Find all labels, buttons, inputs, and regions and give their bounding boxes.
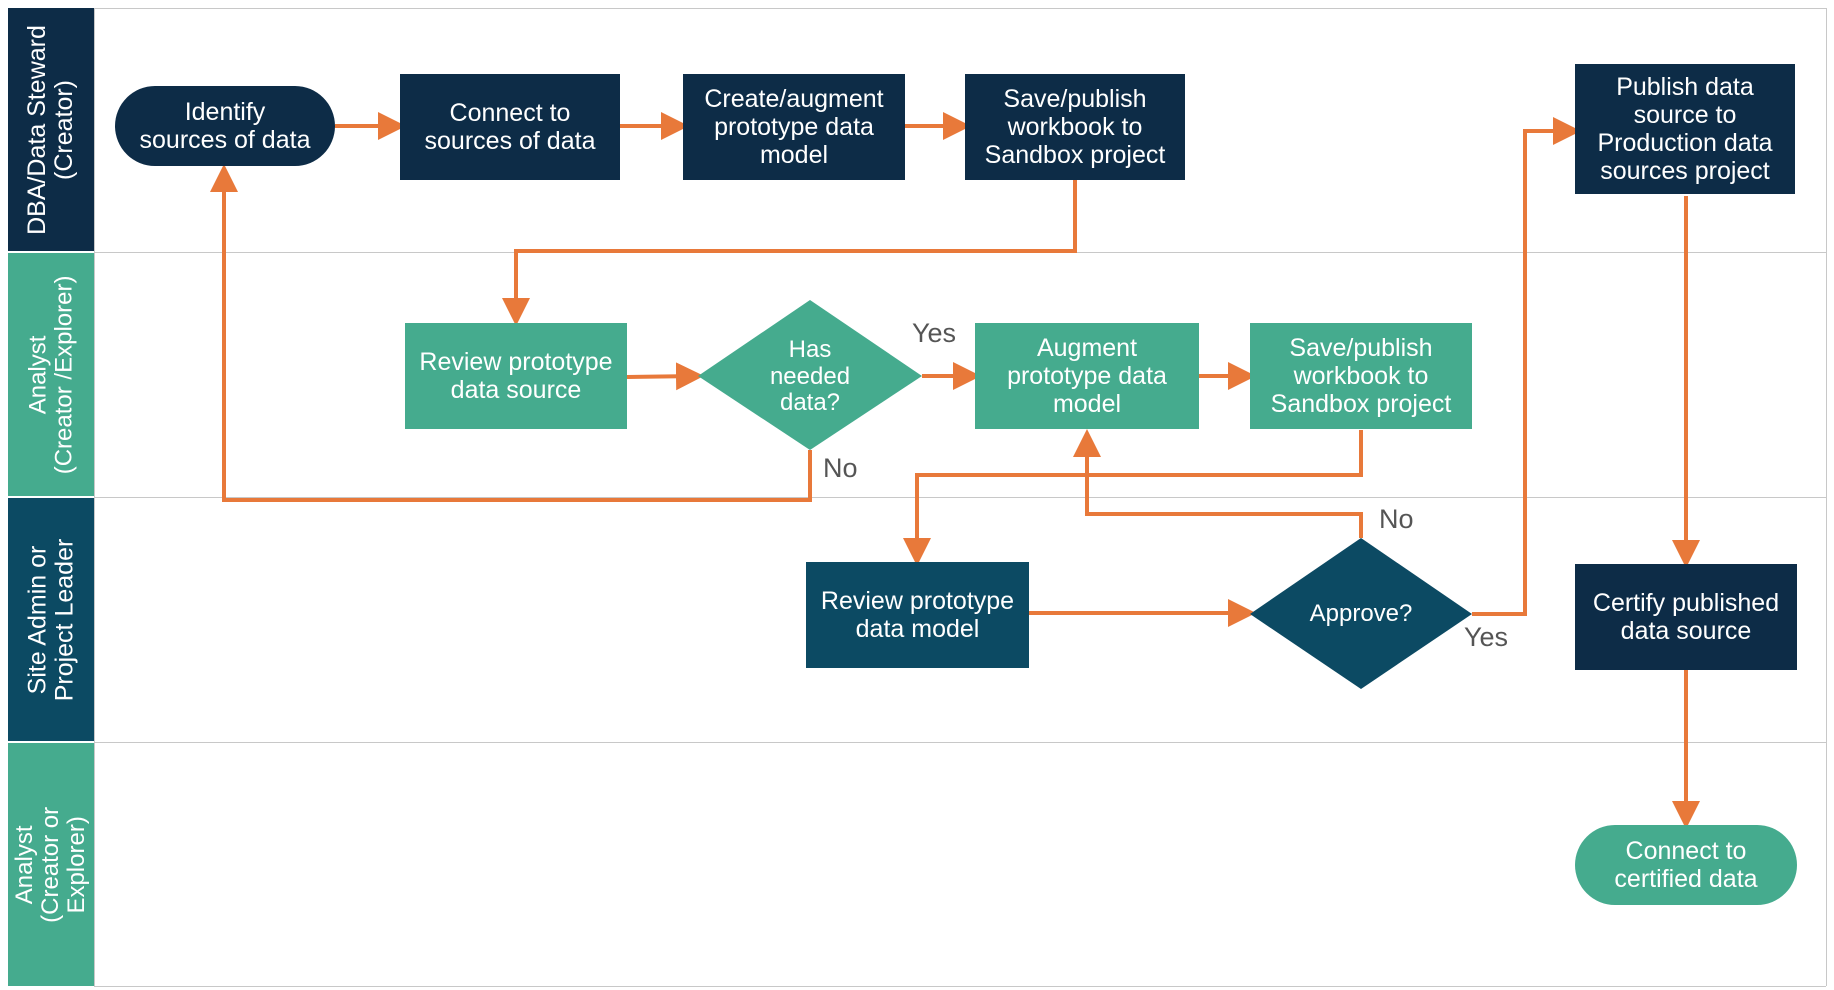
node-connect-certified: Connect to certified data [1575, 825, 1797, 905]
arrow-approve-no-to-augment [1073, 429, 1363, 538]
lane-header-site-admin: Site Admin or Project Leader [8, 498, 94, 741]
lane-border-top [94, 8, 1826, 9]
arrow-review-to-decision [626, 362, 704, 391]
lane-border-bottom [94, 986, 1826, 987]
arrow-approve-yes-to-publish [1472, 117, 1581, 616]
node-create-model: Create/augment prototype data model [683, 74, 905, 180]
decision-approve-shape [1250, 538, 1472, 689]
decision-has-data-label: Has needed data? [769, 335, 851, 417]
lane-header-analyst: Analyst (Creator /Explorer) [8, 253, 94, 496]
arrow-save-to-review-model [903, 430, 1363, 566]
decision-has-data-shape [698, 300, 922, 450]
label-no-approve: No [1379, 504, 1414, 534]
node-publish-production: Publish data source to Production data s… [1575, 64, 1795, 194]
node-connect-sources: Connect to sources of data [400, 74, 620, 180]
lane-divider [94, 497, 1826, 498]
node-review-model: Review prototype data model [806, 562, 1029, 668]
node-certify: Certify published data source [1575, 564, 1797, 670]
lane-header-analyst-consumer: Analyst (Creator or Explorer) [8, 743, 94, 986]
label-no-has-data: No [823, 453, 858, 483]
label-yes-approve: Yes [1464, 622, 1509, 652]
arrow-no-back-to-identify [210, 164, 812, 502]
node-review-source: Review prototype data source [405, 323, 627, 429]
node-save-sandbox-1: Save/publish workbook to Sandbox project [965, 74, 1185, 180]
lane-divider [94, 742, 1826, 743]
lane-border-right [1826, 8, 1827, 986]
label-yes-has-data: Yes [912, 318, 957, 348]
arrow-save-to-review-source [502, 180, 1077, 326]
node-save-sandbox-2: Save/publish workbook to Sandbox project [1250, 323, 1472, 429]
decision-approve-label: Approve? [1309, 599, 1413, 627]
node-identify-sources: Identify sources of data [115, 86, 335, 166]
lane-border-left [94, 8, 95, 986]
node-augment-model: Augment prototype data model [975, 323, 1199, 429]
lane-header-dba: DBA/Data Steward (Creator) [8, 8, 94, 251]
